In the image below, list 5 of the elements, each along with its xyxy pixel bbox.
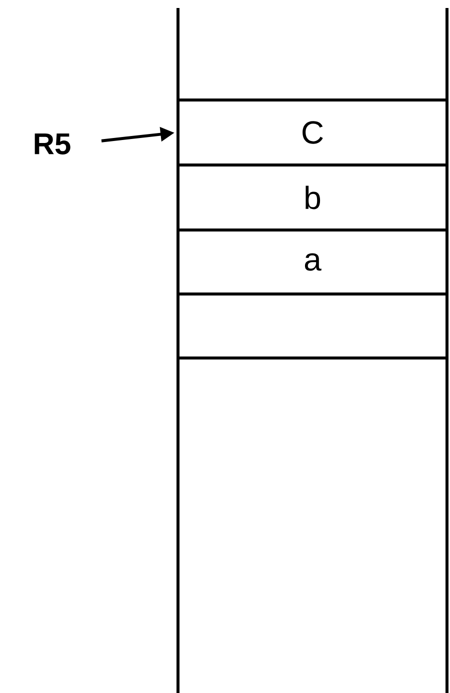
- stack-cell: a: [176, 228, 448, 296]
- stack-cell: b: [176, 164, 448, 232]
- stack-cell: [176, 292, 448, 360]
- register-label: R5: [34, 134, 70, 154]
- stack-cell: C: [176, 98, 448, 166]
